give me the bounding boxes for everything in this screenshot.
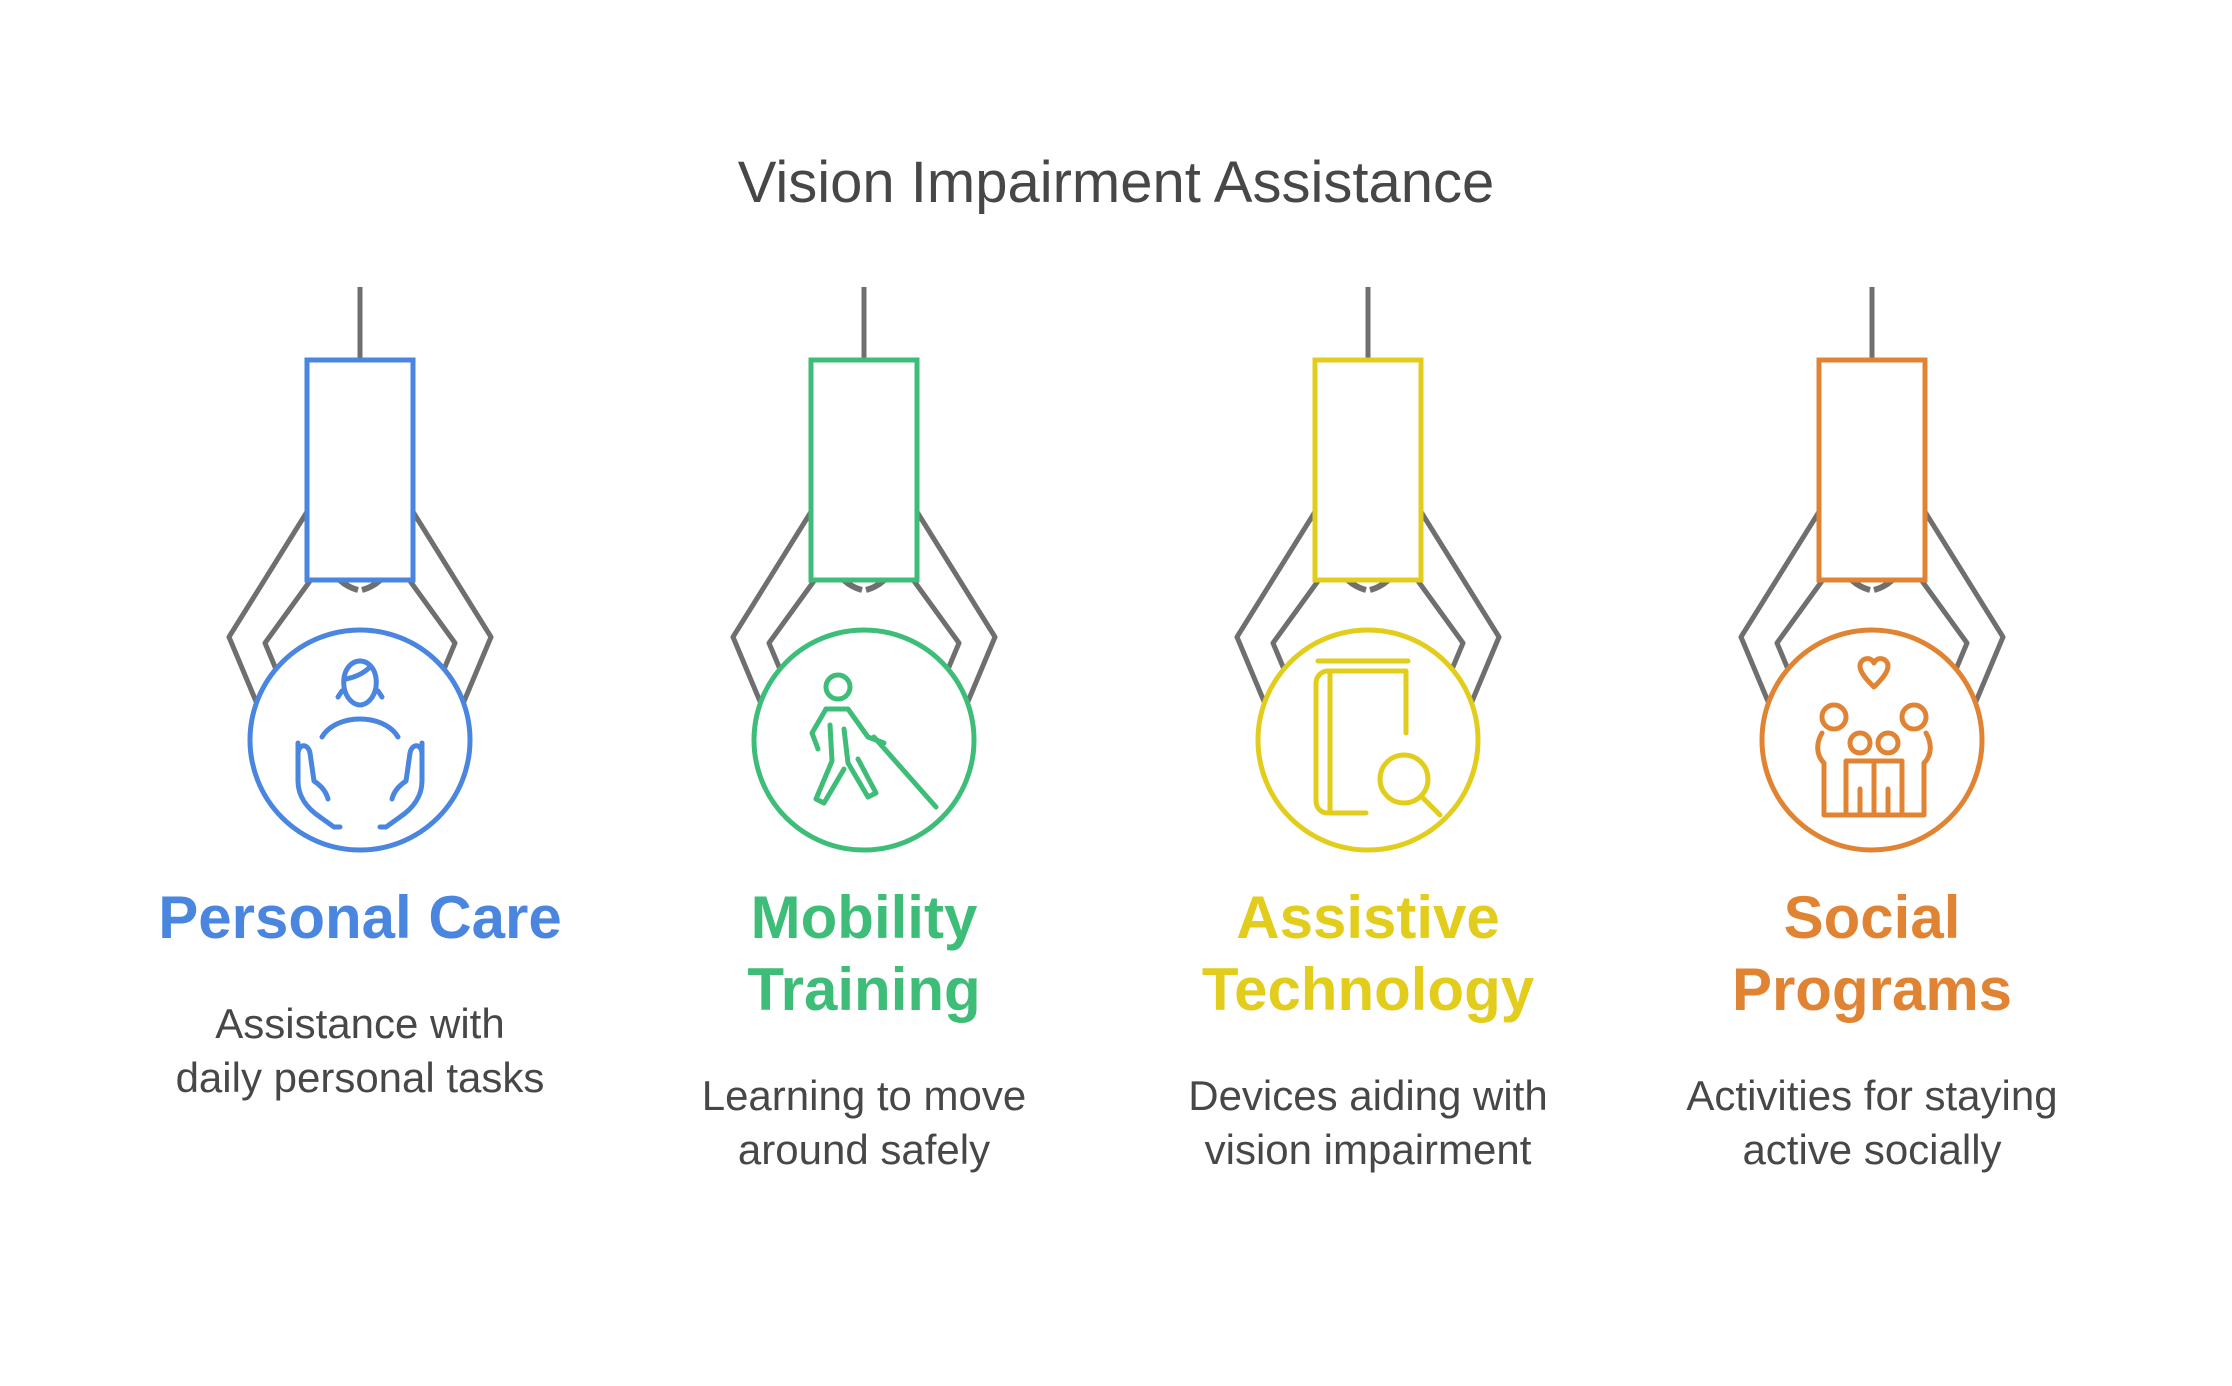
claw-graphic bbox=[1116, 285, 1620, 865]
card-assistive-technology: Assistive Technology Devices aiding with… bbox=[1116, 0, 1620, 1386]
page-title: Vision Impairment Assistance bbox=[737, 150, 1495, 215]
card-social-programs: Social Programs Activities for staying a… bbox=[1620, 0, 2124, 1386]
card-heading: Personal Care bbox=[158, 884, 562, 951]
card-personal-care: Personal Care Assistance with daily pers… bbox=[108, 0, 612, 1386]
card-heading: Mobility Training bbox=[747, 884, 981, 1023]
book-magnifier-icon bbox=[1313, 658, 1443, 818]
claw-graphic bbox=[1620, 285, 2124, 865]
card-mobility-training: Mobility Training Learning to move aroun… bbox=[612, 0, 1116, 1386]
card-description: Learning to move around safely bbox=[701, 1072, 1027, 1173]
card-heading: Social Programs bbox=[1731, 884, 2013, 1023]
card-description: Devices aiding with vision impairment bbox=[1188, 1072, 1548, 1173]
family-heart-icon bbox=[1815, 656, 1933, 818]
caregiver-hands-icon bbox=[295, 658, 425, 830]
card-description: Activities for staying active socially bbox=[1686, 1072, 2058, 1173]
claw-graphic bbox=[612, 285, 1116, 865]
card-heading: Assistive Technology bbox=[1201, 884, 1535, 1023]
card-description: Assistance with daily personal tasks bbox=[175, 1000, 545, 1101]
claw-graphic bbox=[108, 285, 612, 865]
person-with-cane-icon bbox=[809, 672, 939, 810]
